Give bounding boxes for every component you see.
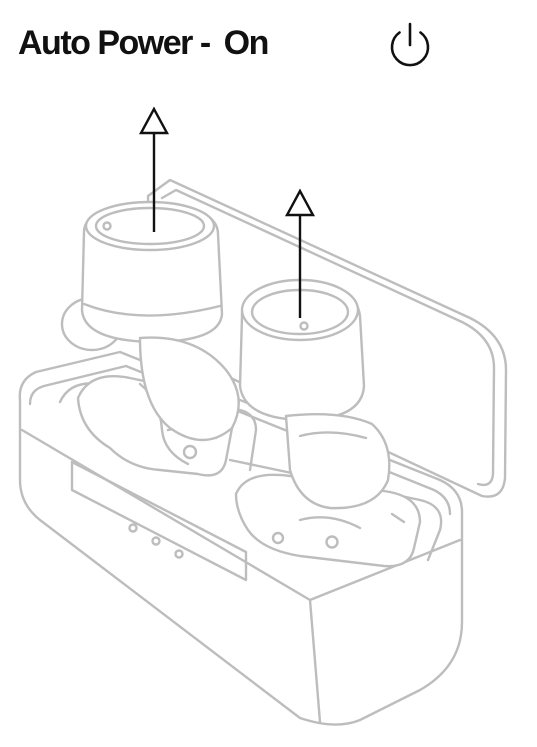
heading-label: Auto Power - xyxy=(18,23,211,62)
heading: Auto Power - On xyxy=(18,18,270,68)
lift-arrow-left xyxy=(138,106,170,232)
left-earbud xyxy=(60,200,240,442)
power-icon xyxy=(390,22,430,67)
lift-arrow-right xyxy=(284,188,316,318)
heading-state: On xyxy=(223,23,270,62)
